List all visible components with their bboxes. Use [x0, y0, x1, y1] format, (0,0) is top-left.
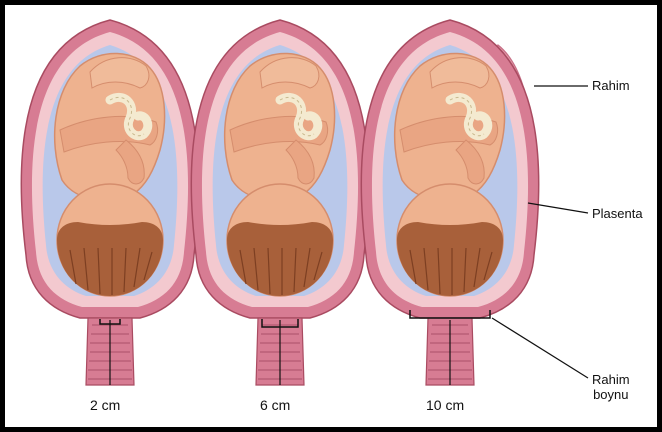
stage-2-uterus [191, 20, 368, 385]
placenta-label: Plasenta [592, 206, 643, 221]
cervix-label-line1: Rahim [592, 372, 630, 387]
cervix-label-line2: boynu [592, 387, 630, 402]
dilation-2cm-label: 2 cm [90, 398, 120, 413]
uterus-label: Rahim [592, 78, 630, 93]
cervix-leader-line [492, 318, 588, 378]
stage-1-uterus [21, 20, 198, 385]
cervix-label: Rahim boynu [592, 372, 630, 402]
dilation-6cm-label: 6 cm [260, 398, 290, 413]
dilation-10cm-label: 10 cm [426, 398, 464, 413]
